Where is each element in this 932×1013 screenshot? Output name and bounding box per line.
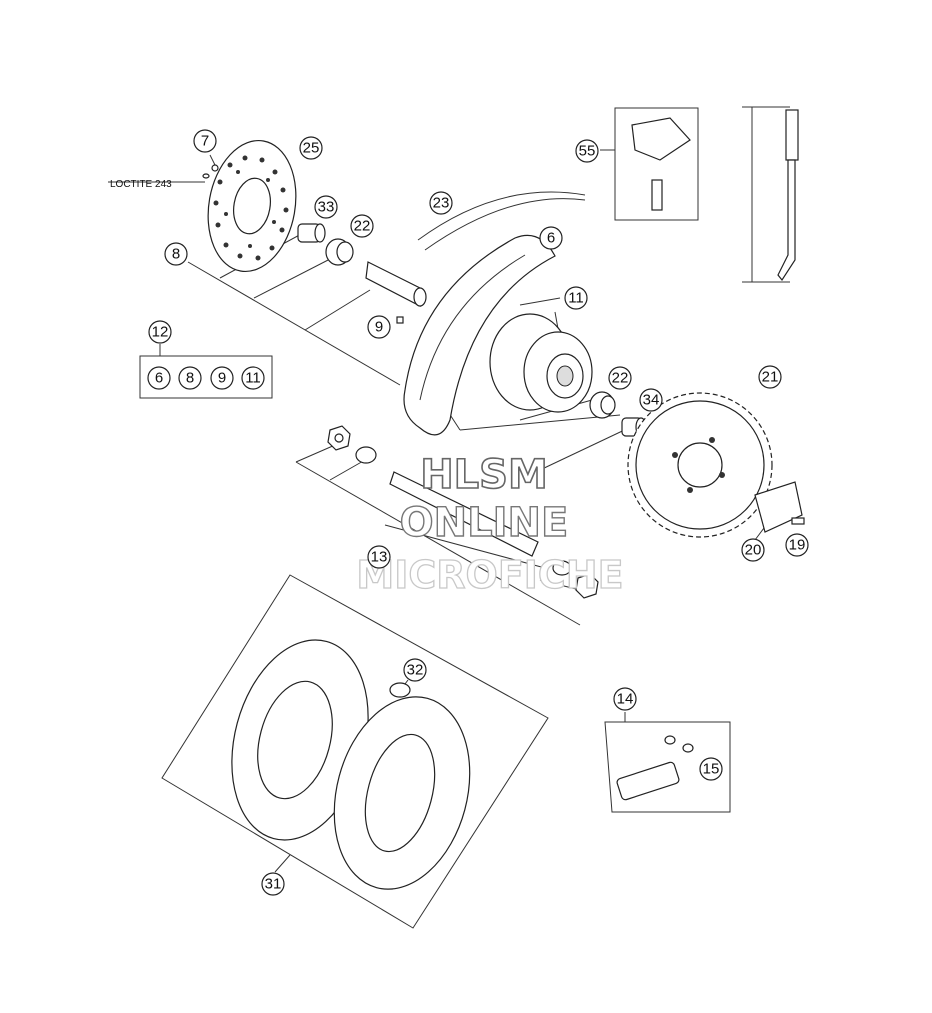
svg-text:33: 33 <box>318 199 335 216</box>
svg-text:8: 8 <box>186 370 194 387</box>
kit-12-box <box>139 355 273 399</box>
kit-item-6: 6 <box>147 366 171 390</box>
svg-text:13: 13 <box>371 549 388 566</box>
kit-item-9: 9 <box>210 366 234 390</box>
svg-text:6: 6 <box>547 230 555 247</box>
bolt-19 <box>791 517 805 525</box>
svg-text:14: 14 <box>617 691 634 708</box>
callout-20: 20 <box>741 538 765 562</box>
nut-right <box>575 573 599 599</box>
washer-right <box>552 560 572 576</box>
loctite-note: LOCTITE 243 <box>110 179 172 190</box>
callout-25: 25 <box>299 136 323 160</box>
watermark-line3: MICROFICHE <box>356 553 623 597</box>
bolt-plate-20 <box>754 481 803 533</box>
svg-text:9: 9 <box>375 319 383 336</box>
callout-33: 33 <box>314 195 338 219</box>
callout-7: 7 <box>193 129 217 153</box>
callout-13: 13 <box>367 545 391 569</box>
svg-text:11: 11 <box>245 370 261 387</box>
kit-item-11: 11 <box>241 366 265 390</box>
callout-11: 11 <box>564 286 588 310</box>
callout-8: 8 <box>164 242 188 266</box>
watermark: HLSM ONLINE MICROFICHE <box>356 451 624 597</box>
watermark-line1: HLSM <box>420 452 548 498</box>
svg-text:32: 32 <box>407 662 424 679</box>
axle-13 <box>389 471 539 557</box>
callouts: 7 25 33 22 8 9 12 23 6 11 55 22 34 21 13… <box>148 129 809 896</box>
svg-text:25: 25 <box>303 140 320 157</box>
callout-31: 31 <box>261 872 285 896</box>
svg-text:15: 15 <box>703 761 720 778</box>
svg-text:9: 9 <box>218 370 226 387</box>
chain-box-14 <box>604 721 731 813</box>
nipple-9 <box>396 316 404 324</box>
callout-55: 55 <box>575 139 599 163</box>
callout-19: 19 <box>785 533 809 557</box>
sprocket-21 <box>627 392 773 538</box>
svg-text:21: 21 <box>762 369 779 386</box>
callout-22-left: 22 <box>350 214 374 238</box>
svg-text:34: 34 <box>643 392 660 409</box>
valve-box-55 <box>614 107 699 221</box>
spacer-33 <box>297 223 326 243</box>
callout-15: 15 <box>699 757 723 781</box>
washer <box>355 446 377 464</box>
spoke-tool <box>742 106 799 283</box>
kit-12-contents: 6 8 9 11 <box>147 366 265 390</box>
screw-7 <box>202 164 219 179</box>
spoke-23 <box>417 191 586 251</box>
callout-21: 21 <box>758 365 782 389</box>
callout-6: 6 <box>539 226 563 250</box>
bearing-22-right <box>589 391 616 419</box>
watermark-line2: ONLINE <box>400 500 569 546</box>
axle-sleeve <box>365 261 427 307</box>
callout-12: 12 <box>148 320 172 344</box>
brake-disc-25 <box>207 139 297 273</box>
svg-text:12: 12 <box>152 324 169 341</box>
svg-text:6: 6 <box>155 370 163 387</box>
callout-14: 14 <box>613 687 637 711</box>
callout-9: 9 <box>367 315 391 339</box>
svg-text:20: 20 <box>745 542 762 559</box>
callout-32: 32 <box>403 658 427 682</box>
hub-11 <box>489 313 593 413</box>
svg-text:8: 8 <box>172 246 180 263</box>
svg-text:11: 11 <box>568 290 584 307</box>
svg-text:22: 22 <box>354 218 371 235</box>
svg-text:23: 23 <box>433 195 450 212</box>
callout-34: 34 <box>639 388 663 412</box>
svg-text:7: 7 <box>201 133 209 150</box>
svg-text:55: 55 <box>579 143 596 160</box>
kit-item-8: 8 <box>178 366 202 390</box>
svg-text:22: 22 <box>612 370 629 387</box>
nut <box>327 425 351 451</box>
svg-text:19: 19 <box>789 537 806 554</box>
callout-23: 23 <box>429 191 453 215</box>
svg-text:31: 31 <box>265 876 282 893</box>
gasket-sheet-31 <box>161 574 549 929</box>
callout-22-right: 22 <box>608 366 632 390</box>
rim-6 <box>403 234 556 436</box>
bearing-22-left <box>325 238 354 266</box>
